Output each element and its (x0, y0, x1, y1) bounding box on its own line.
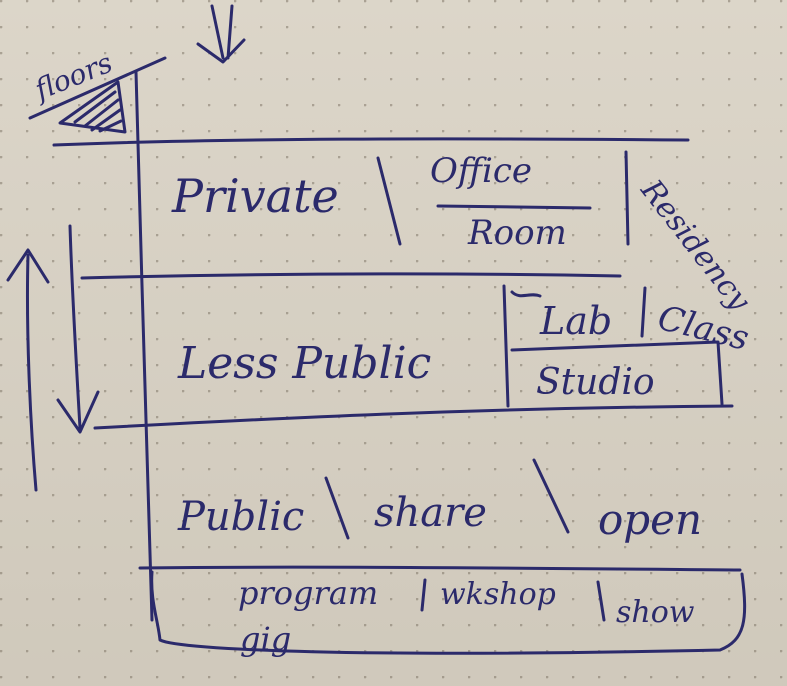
top-down-arrow (196, 4, 246, 64)
lab-class-separator (640, 286, 647, 338)
left-down-arrow (56, 224, 100, 434)
main-vertical-axis (134, 70, 154, 622)
label-public: Public (177, 494, 304, 540)
label-office: Office (430, 151, 532, 191)
private-separator-1 (376, 156, 402, 246)
label-residency: Residency (633, 173, 757, 319)
left-up-arrow (6, 248, 50, 492)
ground-separator-1 (420, 578, 427, 612)
public-separator-2 (532, 458, 570, 534)
label-studio: Studio (536, 362, 655, 403)
corner-hatched-triangle (58, 80, 127, 134)
label-share: share (374, 490, 487, 536)
label-room: Room (467, 213, 567, 253)
label-wkshop: wkshop (440, 577, 556, 612)
ground-row-loop (150, 570, 747, 655)
floor-line-2 (80, 272, 622, 280)
corner-hatching (73, 90, 123, 133)
label-gig: gig (240, 620, 291, 658)
floor-line-top (52, 137, 690, 147)
public-separator-1 (324, 476, 350, 540)
label-private: Private (171, 169, 339, 223)
floor-line-4 (138, 565, 742, 572)
lab-box-top (510, 290, 542, 298)
label-less-public: Less Public (177, 338, 431, 389)
label-open: open (598, 495, 702, 544)
floor-line-3 (93, 404, 734, 430)
label-lab: Lab (539, 299, 612, 343)
private-separator-2 (624, 150, 630, 246)
label-show: show (616, 595, 695, 630)
lab-studio-box (502, 284, 724, 408)
label-program: program (238, 574, 378, 612)
office-room-divider (436, 204, 592, 210)
ground-separator-2 (596, 580, 606, 622)
corner-diagonal-line (28, 56, 167, 120)
